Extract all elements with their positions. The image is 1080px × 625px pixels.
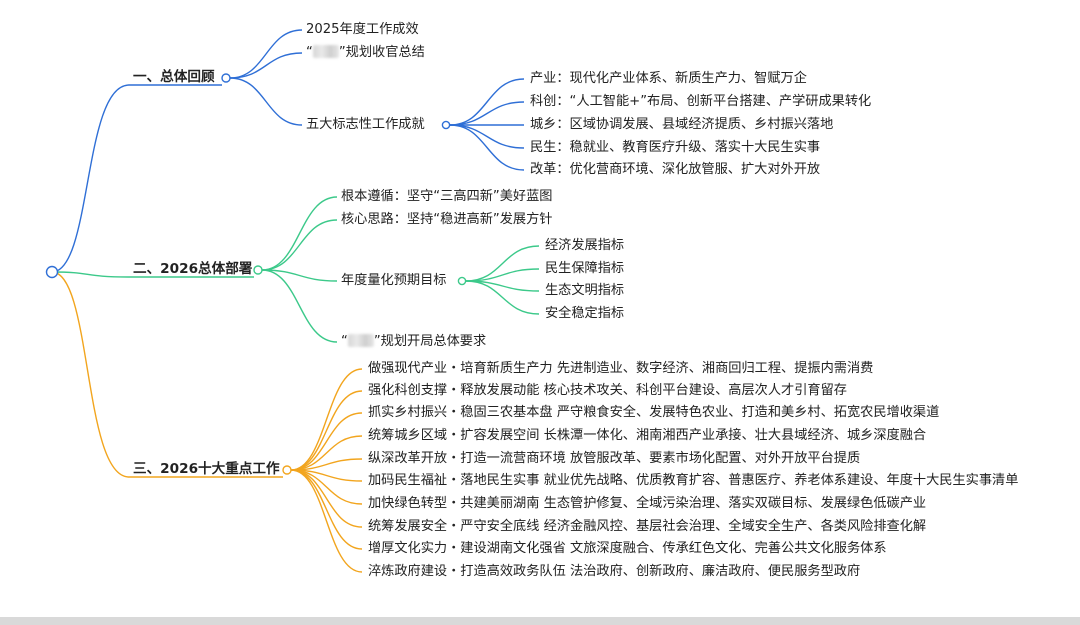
expand-node-toggle[interactable] — [221, 73, 231, 83]
child-node: “ ”规划收官总结 — [306, 45, 425, 61]
child-connector — [290, 435, 363, 471]
child-node: “ ”规划开局总体要求 — [341, 334, 486, 350]
child-connector — [229, 29, 303, 79]
branch-title-3: 三、2026十大重点工作 — [133, 461, 280, 477]
child-connector — [290, 469, 363, 528]
key-task-item: 统筹城乡区域・扩容发展空间 长株潭一体化、湘南湘西产业承接、壮大县域经济、城乡深… — [368, 428, 927, 443]
key-task-item: 抓实乡村振兴・稳固三农基本盘 严守粮食安全、发展特色农业、打造和美乡村、拓宽农民… — [368, 405, 940, 420]
grandchild-node: 民生保障指标 — [545, 261, 625, 276]
label-suffix: ”规划开局总体要求 — [373, 334, 487, 349]
grandchild-node: 民生：稳就业、教育医疗升级、落实十大民生实事 — [530, 140, 821, 155]
key-task-item: 加码民生福祉・落地民生实事 就业优先战略、优质教育扩容、普惠医疗、养老体系建设、… — [368, 473, 1019, 488]
child-connector — [290, 469, 363, 550]
grandchild-connector — [465, 268, 540, 282]
key-task-item: 加快绿色转型・共建美丽湖南 生态管护修复、全域污染治理、落实双碳目标、发展绿色低… — [368, 496, 927, 511]
grandchild-node: 生态文明指标 — [545, 283, 625, 298]
child-connector — [229, 77, 303, 126]
grandchild-connector — [465, 280, 540, 315]
branch-connector-2 — [51, 271, 254, 278]
redacted-text — [347, 334, 374, 347]
quote-open: “ — [341, 334, 348, 349]
child-connector — [290, 368, 363, 471]
grandchild-node: 产业：现代化产业体系、新质生产力、智赋万企 — [530, 71, 807, 86]
child-node: 年度量化预期目标 — [341, 273, 447, 288]
expand-node-toggle[interactable] — [253, 265, 263, 275]
child-node: 2025年度工作成效 — [306, 22, 419, 37]
branch-title-2: 二、2026总体部署 — [133, 261, 253, 277]
grandchild-connector — [465, 245, 540, 282]
key-task-item: 强化科创支撑・释放发展动能 核心技术攻关、科创平台建设、高层次人才引育留存 — [368, 383, 847, 398]
child-connector — [290, 469, 363, 573]
child-connector — [261, 269, 338, 282]
child-connector — [261, 219, 338, 271]
grandchild-node: 科创：“人工智能+”布局、创新平台搭建、产学研成果转化 — [530, 94, 872, 109]
expand-node-toggle[interactable] — [441, 120, 451, 130]
child-connector — [261, 196, 338, 271]
grandchild-connector — [449, 124, 525, 149]
child-node: 五大标志性工作成就 — [306, 117, 425, 132]
child-node: 根本遵循：坚守“三高四新”美好蓝图 — [341, 189, 553, 204]
key-task-item: 统筹发展安全・严守安全底线 经济金融风控、基层社会治理、全域安全生产、各类风险排… — [368, 519, 927, 534]
branch-connector-3 — [51, 271, 283, 478]
key-task-item: 纵深改革开放・打造一流营商环境 放管服改革、要素市场化配置、对外开放平台提质 — [368, 451, 861, 466]
child-connector — [290, 412, 363, 471]
branch-connector-1 — [51, 84, 222, 273]
expand-node-toggle[interactable] — [457, 276, 467, 286]
child-connector — [261, 269, 338, 343]
key-task-item: 淬炼政府建设・打造高效政务队伍 法治政府、创新政府、廉洁政府、便民服务型政府 — [368, 564, 861, 579]
label-suffix: ”规划收官总结 — [338, 45, 425, 60]
branch-title-1: 一、总体回顾 — [133, 69, 215, 85]
child-connector — [290, 390, 363, 471]
redacted-text — [312, 45, 339, 58]
grandchild-node: 改革：优化营商环境、深化放管服、扩大对外开放 — [530, 162, 821, 177]
key-task-item: 增厚文化实力・建设湖南文化强省 文旅深度融合、传承红色文化、完善公共文化服务体系 — [368, 541, 887, 556]
grandchild-node: 城乡：区域协调发展、县域经济提质、乡村振兴落地 — [530, 117, 834, 132]
child-connector — [229, 52, 303, 79]
key-task-item: 做强现代产业・培育新质生产力 先进制造业、数字经济、湘商回归工程、提振内需消费 — [368, 361, 874, 376]
grandchild-connector — [449, 101, 525, 126]
child-node: 核心思路：坚持“稳进高新”发展方针 — [341, 212, 553, 227]
grandchild-connector — [449, 124, 525, 171]
quote-open: “ — [306, 45, 313, 60]
root-node[interactable] — [45, 265, 59, 279]
grandchild-node: 经济发展指标 — [545, 238, 625, 253]
grandchild-node: 安全稳定指标 — [545, 306, 625, 321]
expand-node-toggle[interactable] — [282, 465, 292, 475]
bottom-scroll-strip — [0, 617, 1080, 625]
grandchild-connector — [449, 78, 525, 126]
